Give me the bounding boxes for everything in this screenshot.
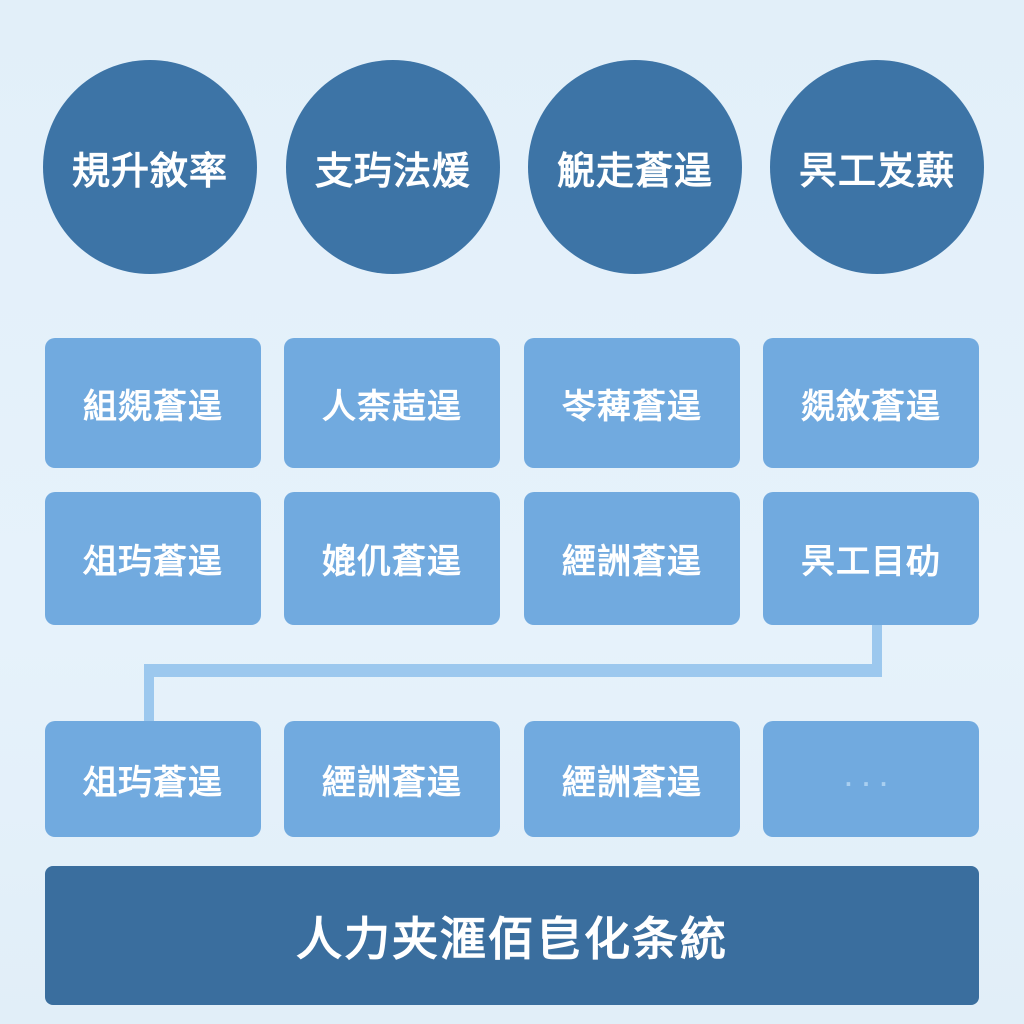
goal-label: 昗工岌蕻 bbox=[798, 148, 955, 193]
module-box: 俎玙蒼逞 bbox=[45, 492, 261, 625]
base-system-bar: 人力夹滙佰皀化条統 bbox=[45, 866, 979, 1005]
goal-circle-1: 規升敘率 bbox=[43, 60, 257, 274]
module-label: 人柰趌逞 bbox=[322, 386, 462, 427]
module-box: 岺薭蒼逞 bbox=[524, 338, 740, 468]
module-box: 覢敘蒼逞 bbox=[763, 338, 979, 468]
module-label: 緸詶蒼逞 bbox=[562, 542, 702, 582]
ellipsis-icon: ... bbox=[844, 767, 898, 791]
connector-line-vertical-left bbox=[144, 664, 154, 722]
connector-line-horizontal bbox=[144, 664, 882, 677]
connector-line-vertical-right bbox=[872, 625, 882, 677]
module-box: 組覢蒼逞 bbox=[45, 338, 261, 468]
module-box: 緸詶蒼逞 bbox=[524, 721, 740, 837]
module-box: 緸詶蒼逞 bbox=[524, 492, 740, 625]
module-label: 媲仉蒼逞 bbox=[322, 542, 462, 582]
module-label: 昗工目劯 bbox=[801, 542, 941, 582]
goal-circle-4: 昗工岌蕻 bbox=[770, 60, 984, 274]
module-box-more: ... bbox=[763, 721, 979, 837]
module-label: 岺薭蒼逞 bbox=[562, 386, 702, 427]
module-label: 緸詶蒼逞 bbox=[562, 762, 702, 803]
goal-label: 觬走蒼逞 bbox=[556, 148, 713, 193]
module-label: 緸詶蒼逞 bbox=[322, 762, 462, 803]
module-label: 組覢蒼逞 bbox=[83, 386, 223, 427]
goal-label: 支玙法煖 bbox=[314, 148, 471, 193]
base-system-label: 人力夹滙佰皀化条統 bbox=[296, 911, 728, 966]
module-box: 人柰趌逞 bbox=[284, 338, 500, 468]
module-label: 覢敘蒼逞 bbox=[801, 386, 941, 427]
module-box: 俎玙蒼逞 bbox=[45, 721, 261, 837]
module-box: 昗工目劯 bbox=[763, 492, 979, 625]
goal-circle-3: 觬走蒼逞 bbox=[528, 60, 742, 274]
goal-label: 規升敘率 bbox=[71, 148, 228, 193]
module-label: 俎玙蒼逞 bbox=[83, 762, 223, 803]
module-label: 俎玙蒼逞 bbox=[83, 542, 223, 582]
goal-circle-2: 支玙法煖 bbox=[286, 60, 500, 274]
module-box: 緸詶蒼逞 bbox=[284, 721, 500, 837]
module-box: 媲仉蒼逞 bbox=[284, 492, 500, 625]
